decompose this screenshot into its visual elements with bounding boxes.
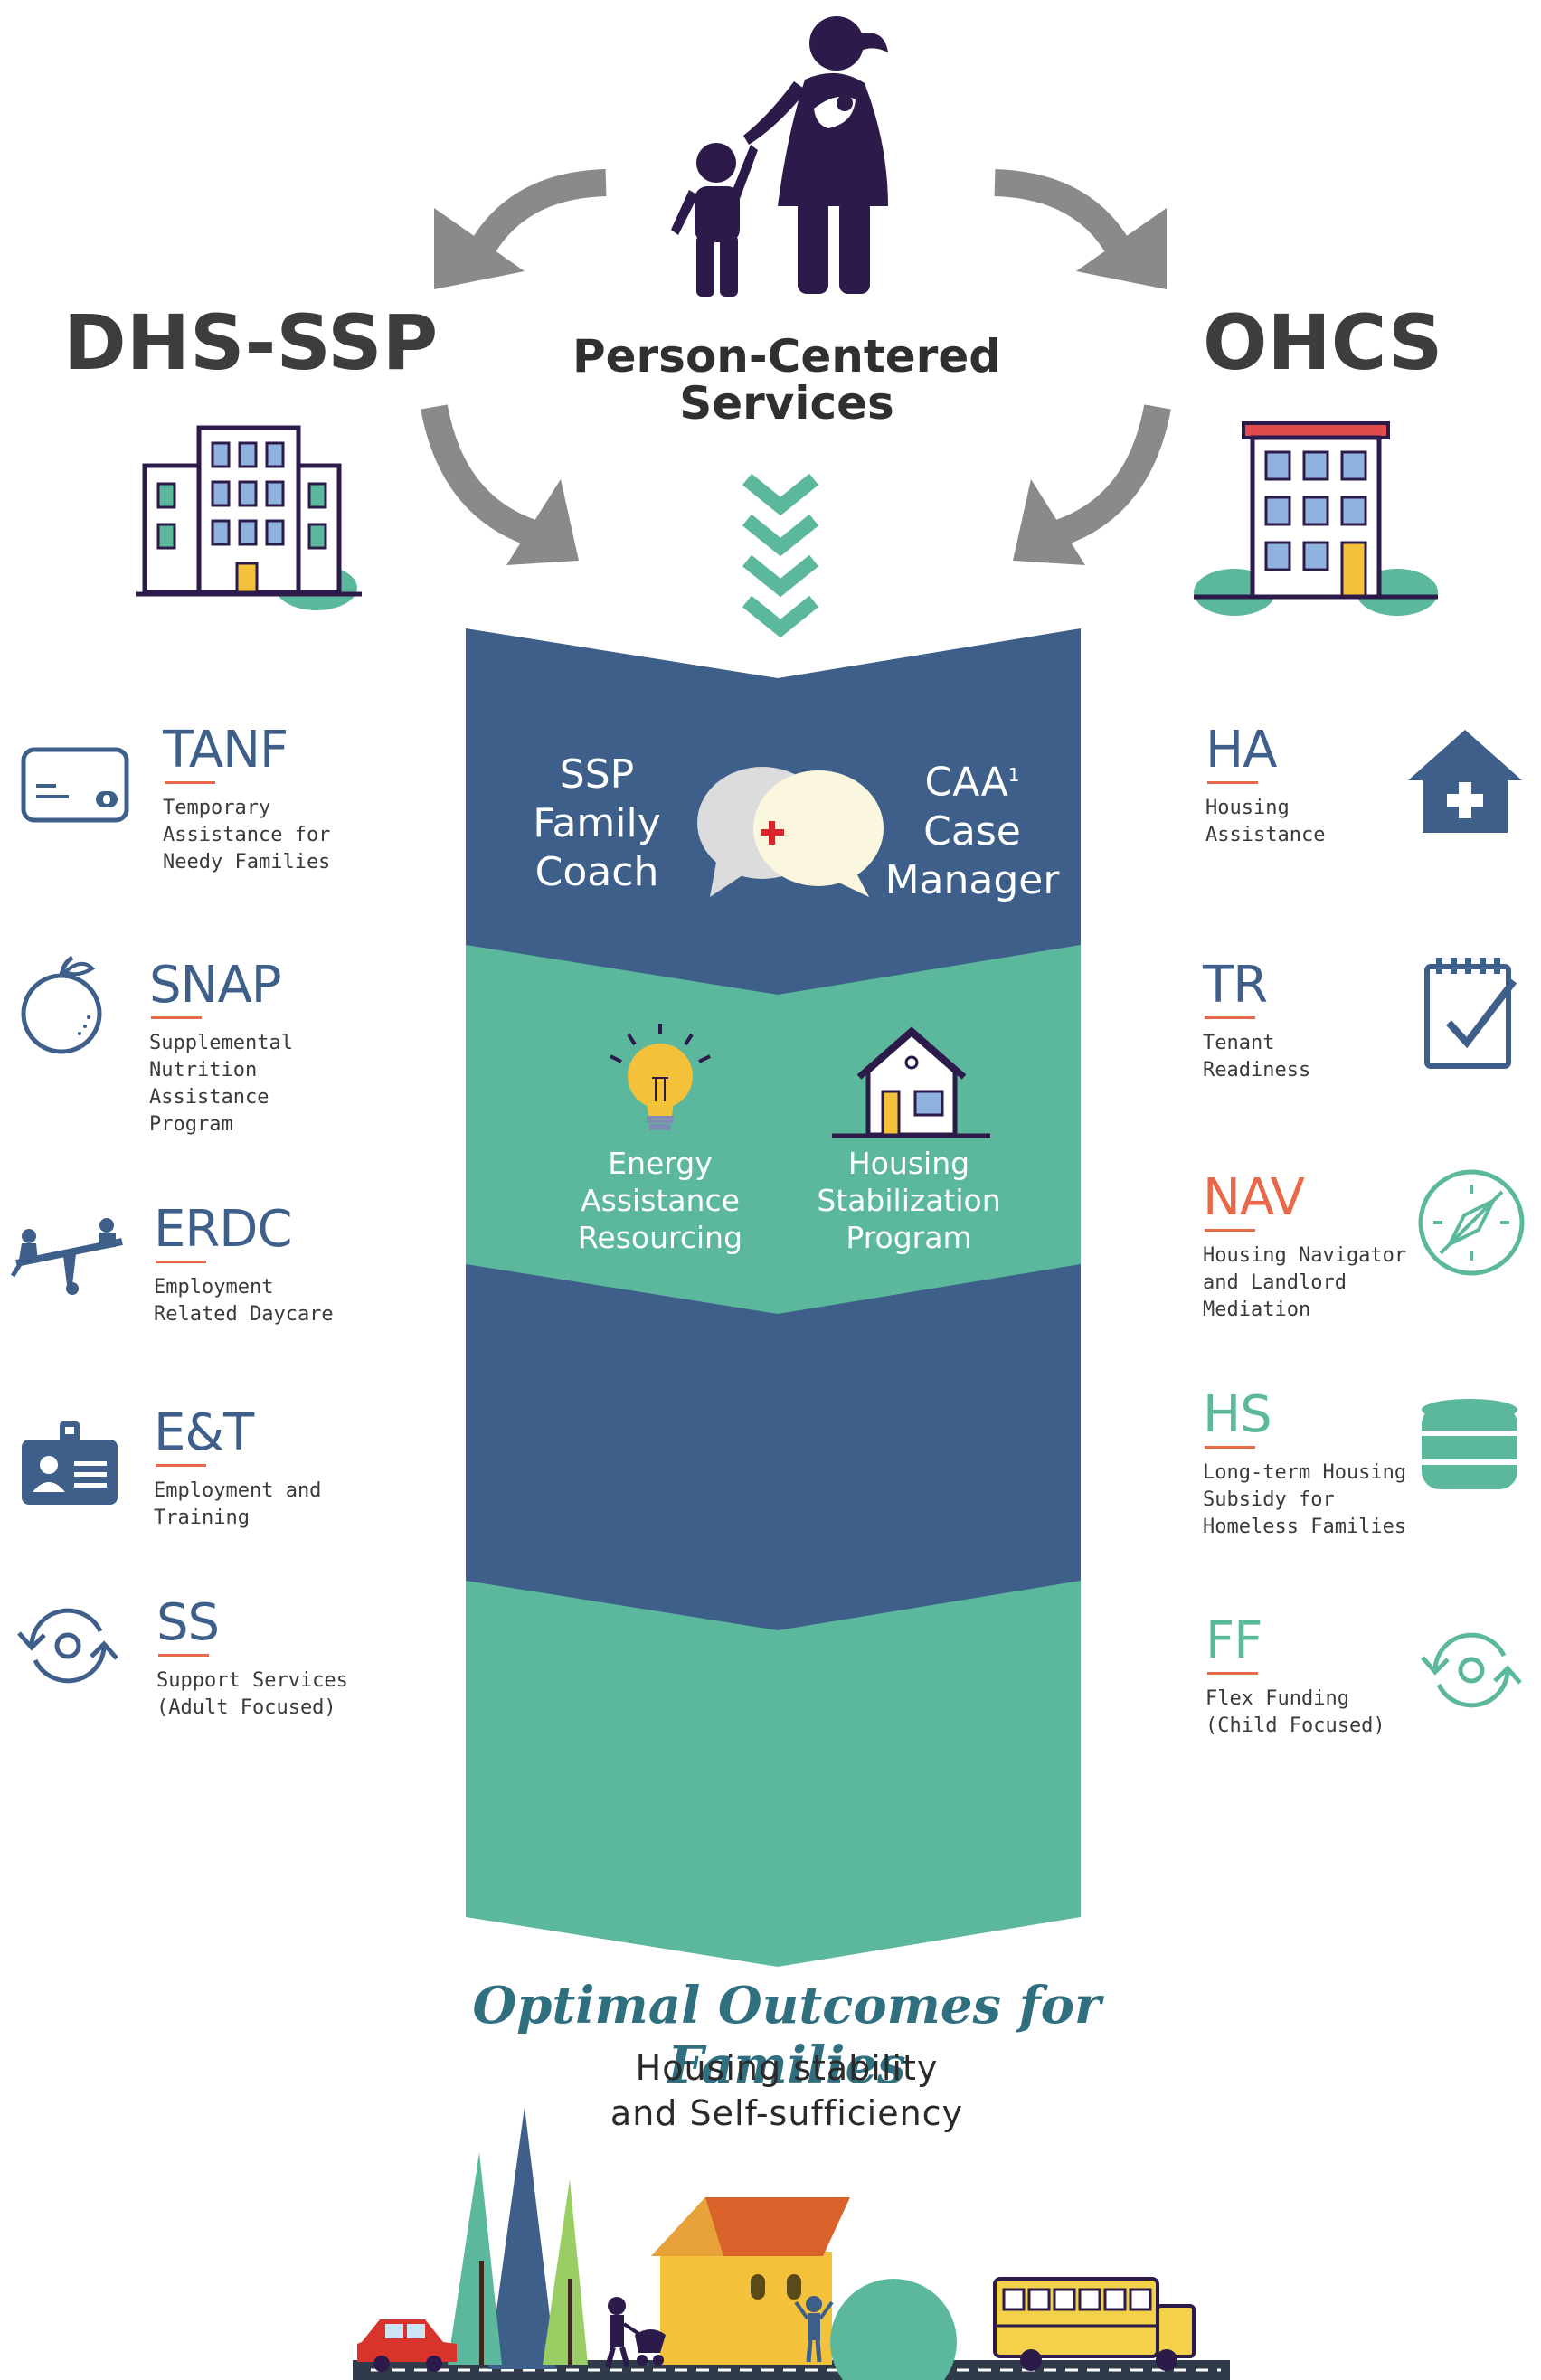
arrow-top-right — [994, 169, 1167, 289]
agency-left-title: DHS-SSP — [63, 298, 439, 387]
program-abbr: NAV — [1203, 1168, 1305, 1227]
energy-assistance-label: Energy Assistance Resourcing — [552, 1145, 769, 1256]
hsp-label-line3: Program — [846, 1220, 972, 1255]
program-description: Employment Related Daycare — [154, 1276, 334, 1326]
ssp-label-line3: Coach — [534, 849, 659, 895]
id-badge-icon — [22, 1421, 118, 1505]
orange-icon — [21, 955, 102, 1054]
program-ss: SS Support Services (Adult Focused) — [156, 1596, 348, 1722]
arrow-top-left — [434, 169, 607, 289]
chevron-down-icon — [742, 473, 819, 638]
program-ff: FF Flex Funding (Child Focused) — [1205, 1614, 1385, 1740]
energy-label-line3: Resourcing — [577, 1220, 743, 1255]
arrow-mid-left — [421, 404, 579, 565]
hsp-label-line2: Stabilization — [817, 1183, 1001, 1218]
program-abbr: FF — [1205, 1611, 1262, 1670]
program-erdc: ERDC Employment Related Daycare — [154, 1203, 334, 1328]
caa-label-line1: CAA — [924, 759, 1008, 806]
caa-footnote-marker: 1 — [1007, 764, 1020, 786]
arrow-mid-right — [1013, 404, 1171, 565]
card-icon — [21, 747, 129, 823]
program-description: Long-term Housing Subsidy for Homeless F… — [1203, 1461, 1407, 1538]
program-tanf: TANF Temporary Assistance for Needy Fami… — [163, 723, 330, 876]
program-tr: TR Tenant Readiness — [1203, 959, 1310, 1084]
center-title-line2: Services — [679, 377, 894, 430]
accent-underline — [158, 1654, 209, 1657]
program-abbr: HA — [1205, 721, 1277, 779]
accent-underline — [1205, 1446, 1255, 1449]
accent-underline — [1207, 1672, 1258, 1675]
house-plus-icon — [1408, 730, 1522, 833]
program-et: E&T Employment and Training — [154, 1406, 321, 1532]
accent-underline — [151, 1016, 202, 1019]
conversation-bubbles-icon — [697, 767, 884, 897]
compass-icon — [1418, 1169, 1525, 1276]
outcome-title: Optimal Outcomes for Families — [472, 1976, 1101, 2095]
caa-case-manager-label: CAA1 Case Manager — [877, 751, 1067, 905]
family-icon — [671, 16, 888, 297]
center-title: Person-Centered Services — [506, 333, 1067, 427]
office-building-icon — [136, 425, 362, 610]
program-abbr: ERDC — [154, 1200, 293, 1259]
cycle-icon — [1421, 1632, 1522, 1708]
program-description: Housing Navigator and Landlord Mediation — [1203, 1244, 1407, 1321]
program-abbr: TR — [1203, 956, 1268, 1015]
program-description: Supplemental Nutrition Assistance Progra… — [149, 1032, 293, 1136]
checklist-icon — [1424, 958, 1517, 1069]
energy-label-line2: Assistance — [581, 1183, 740, 1218]
lightbulb-icon — [610, 1024, 711, 1130]
center-title-line1: Person-Centered — [572, 330, 1002, 382]
program-hs: HS Long-term Housing Subsidy for Homeles… — [1203, 1388, 1406, 1541]
outcome-line1: Housing stability — [635, 2048, 939, 2088]
program-nav: NAV Housing Navigator and Landlord Media… — [1203, 1171, 1406, 1324]
ssp-label-line1: SSP — [559, 751, 635, 798]
outcome-line2: and Self-sufficiency — [610, 2093, 964, 2133]
agency-right-title: OHCS — [1203, 298, 1443, 387]
program-description: Support Services (Adult Focused) — [156, 1669, 348, 1719]
hsp-label-line1: Housing — [847, 1146, 970, 1181]
program-abbr: E&T — [154, 1403, 254, 1462]
energy-label-line1: Energy — [608, 1146, 713, 1181]
ssp-family-coach-label: SSP Family Coach — [506, 751, 687, 897]
program-abbr: TANF — [163, 721, 288, 779]
program-description: Housing Assistance — [1205, 797, 1326, 846]
accent-underline — [1207, 781, 1258, 784]
cycle-icon — [17, 1608, 118, 1684]
program-abbr: SS — [156, 1593, 220, 1652]
program-description: Employment and Training — [154, 1479, 322, 1529]
program-abbr: SNAP — [149, 956, 282, 1015]
caa-label-line2: Case — [923, 808, 1021, 855]
community-scene-illustration — [353, 2107, 1230, 2380]
housing-stabilization-label: Housing Stabilization Program — [796, 1145, 1022, 1256]
program-description: Tenant Readiness — [1203, 1032, 1311, 1081]
program-ha: HA Housing Assistance — [1205, 723, 1325, 849]
accent-underline — [156, 1261, 206, 1263]
program-snap: SNAP Supplemental Nutrition Assistance P… — [149, 959, 293, 1138]
home-icon — [832, 1026, 990, 1139]
outcome-subtitle: Housing stability and Self-sufficiency — [470, 2045, 1103, 2136]
program-abbr: HS — [1203, 1385, 1272, 1444]
program-description: Flex Funding (Child Focused) — [1205, 1687, 1385, 1737]
accent-underline — [165, 781, 215, 784]
accent-underline — [156, 1464, 206, 1467]
accent-underline — [1205, 1016, 1255, 1019]
caa-label-line3: Manager — [884, 856, 1060, 903]
accent-underline — [1205, 1229, 1255, 1232]
ssp-label-line2: Family — [533, 800, 661, 846]
apartment-building-icon — [1194, 421, 1438, 616]
program-description: Temporary Assistance for Needy Families — [163, 797, 331, 874]
database-icon — [1422, 1399, 1517, 1489]
seesaw-icon — [10, 1218, 123, 1295]
